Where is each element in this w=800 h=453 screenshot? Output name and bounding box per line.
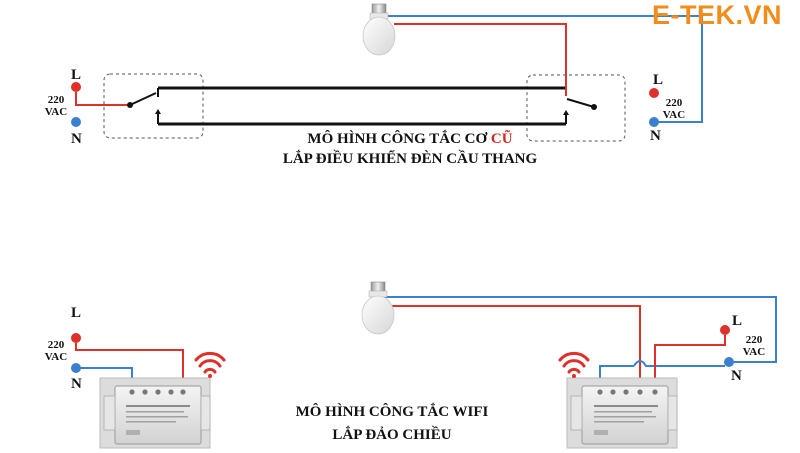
top-left-switch-lever bbox=[129, 92, 157, 106]
top-left-neutral-terminal bbox=[71, 117, 81, 127]
bottom-lamp-neutral-wire bbox=[384, 296, 777, 363]
left-wifi-icon bbox=[194, 351, 226, 378]
bottom-left-neutral-terminal bbox=[71, 363, 81, 373]
top-diagram-title-line2: LẮP ĐIỀU KHIỂN ĐÈN CẦU THANG bbox=[282, 151, 538, 167]
bottom-left-live-terminal bbox=[71, 333, 81, 343]
right-wifi-icon bbox=[558, 351, 590, 378]
right-wifi-switch-module bbox=[566, 377, 678, 449]
bottom-right-neutral-terminal bbox=[724, 357, 734, 367]
top-right-voltage-label: 220 VAC bbox=[662, 97, 686, 121]
top-left-live-terminal bbox=[71, 82, 81, 92]
top-lamp-live-wire bbox=[394, 23, 567, 96]
top-left-neutral-label: N bbox=[71, 131, 82, 147]
brand-logo: E-TEK.VN bbox=[652, 0, 783, 30]
bottom-right-live-terminal bbox=[720, 325, 730, 335]
top-light-bulb bbox=[362, 3, 396, 56]
top-left-live-wire bbox=[75, 92, 129, 106]
bottom-right-live-label: L bbox=[732, 313, 743, 329]
top-left-live-label: L bbox=[71, 67, 82, 83]
bottom-neutral-crossover bbox=[633, 360, 725, 367]
bottom-left-live-wire bbox=[75, 343, 184, 389]
bottom-diagram-title-line1: MÔ HÌNH CÔNG TẮC WIFI bbox=[295, 404, 489, 420]
top-diagram-title-line1: MÔ HÌNH CÔNG TẮC CƠ CŨ bbox=[307, 131, 513, 147]
old-accent-word: CŨ bbox=[490, 131, 513, 147]
bottom-light-bulb bbox=[361, 281, 395, 335]
left-mechanical-switch-box bbox=[103, 73, 204, 139]
bottom-lamp-live-wire bbox=[392, 305, 641, 389]
top-right-neutral-label: N bbox=[650, 128, 661, 144]
top-right-neutral-terminal bbox=[649, 117, 659, 127]
bottom-diagram-title-line2: LẮP ĐẢO CHIỀU bbox=[332, 427, 452, 443]
top-left-voltage-label: 220 VAC bbox=[44, 94, 68, 118]
top-lamp-neutral-wire bbox=[386, 15, 703, 123]
top-right-live-terminal bbox=[649, 88, 659, 98]
bottom-left-live-label: L bbox=[71, 305, 82, 321]
bottom-right-voltage-label: 220 VAC bbox=[742, 334, 766, 358]
bottom-right-neutral-label: N bbox=[731, 368, 742, 384]
left-wifi-switch-module bbox=[99, 377, 211, 449]
bottom-right-live-wire bbox=[654, 335, 726, 389]
bottom-left-neutral-label: N bbox=[71, 376, 82, 392]
top-right-switch-lever bbox=[566, 98, 595, 108]
top-right-live-label: L bbox=[653, 72, 664, 88]
right-mechanical-switch-box bbox=[526, 74, 626, 142]
bottom-left-voltage-label: 220 VAC bbox=[44, 339, 68, 363]
